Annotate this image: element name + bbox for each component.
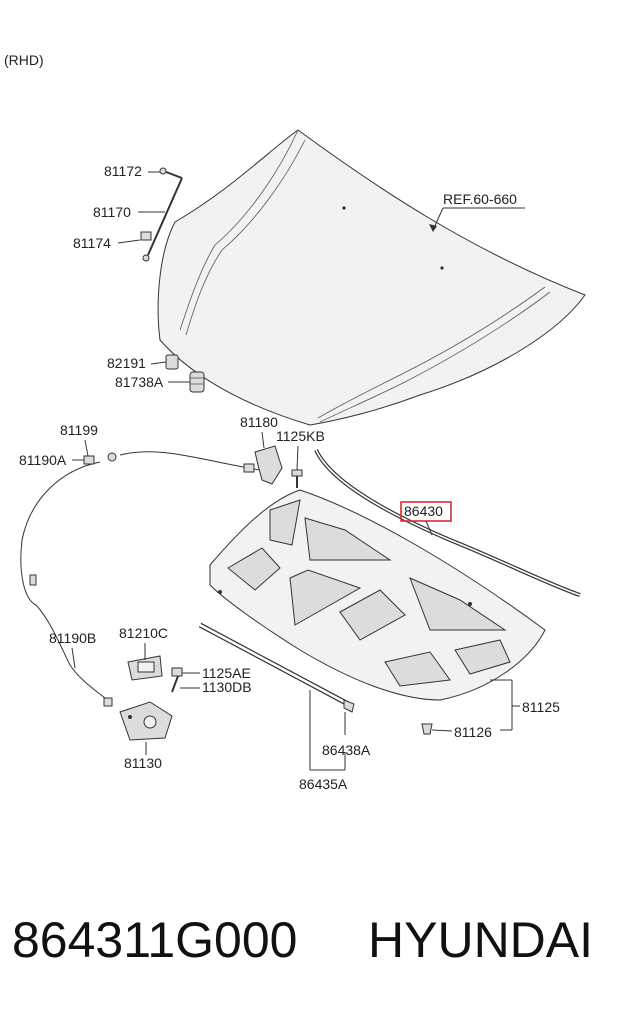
callout-86435a: 86435A [299,776,348,792]
release-handle [243,445,283,485]
callout-81738a: 81738A [115,374,164,390]
callout-81170: 81170 [93,204,131,220]
hood-seal-strip [198,622,355,713]
callout-86438a: 86438A [322,742,371,758]
callout-81125: 81125 [522,699,560,715]
rhd-note: (RHD) [4,52,44,68]
callout-1130db: 1130DB [202,679,252,695]
callout-1125kb: 1125KB [276,428,325,444]
callout-81180: 81180 [240,414,278,430]
callout-86430[interactable]: 86430 [404,503,443,519]
callout-81210c: 81210C [119,625,168,641]
hood-stay-rod [140,167,183,262]
callout-81199: 81199 [60,422,98,438]
bumper-stop-81738a [189,371,205,393]
bumper-stop-82191 [165,354,179,370]
callout-81126: 81126 [454,724,492,740]
callout-81190a: 81190A [19,452,67,468]
release-cable [20,451,261,707]
callout-81172: 81172 [104,163,142,179]
callout-1125ae: 1125AE [202,665,251,681]
callout-81130: 81130 [124,755,162,771]
brand-name: HYUNDAI [368,912,594,968]
hood-insulator-pad [209,489,546,701]
bolt-1125kb [291,469,303,488]
callout-82191: 82191 [107,355,146,371]
callout-81190b: 81190B [49,630,96,646]
clip-81126 [421,723,433,735]
bolt-1125ae [171,667,183,693]
hood-weatherstrip [314,449,581,597]
callout-81174: 81174 [73,235,111,251]
hood-latch-assembly [119,655,173,741]
ref-label: REF.60-660 [443,191,517,207]
part-number: 864311G000 [12,912,298,968]
hood-panel [157,129,586,426]
footer: 864311G000 HYUNDAI [0,900,620,980]
